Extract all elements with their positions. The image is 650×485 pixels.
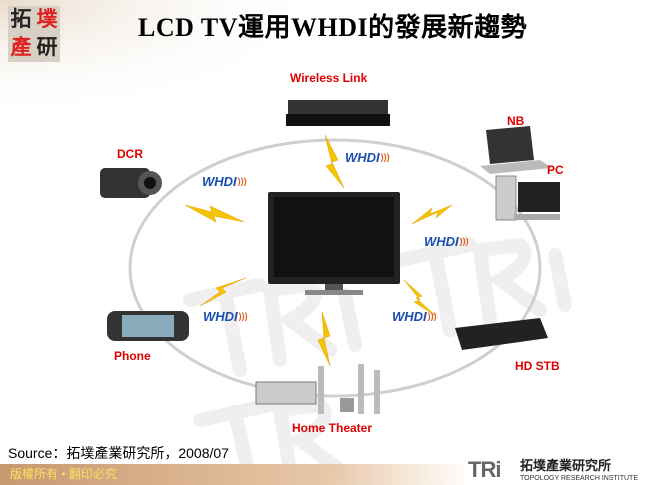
- label-hd-stb: HD STB: [515, 359, 560, 373]
- whdi-logo: WHDI: [392, 309, 437, 324]
- source-note: Source：拓墣產業研究所，2008/07: [8, 445, 229, 461]
- label-nb: NB: [507, 114, 525, 128]
- hd-stb-device: [455, 318, 548, 350]
- tri-logo: TRi: [468, 457, 501, 482]
- tri-name-en: TOPOLOGY RESEARCH INSTITUTE: [520, 475, 638, 482]
- page-title: LCD TV運用WHDI的發展新趨勢: [138, 13, 528, 42]
- pc-device: [495, 175, 560, 221]
- tri-name-cn: 拓墣產業研究所: [520, 458, 612, 473]
- label-home-theater: Home Theater: [292, 421, 373, 435]
- label-wireless-link: Wireless Link: [290, 71, 368, 85]
- label-pc: PC: [547, 163, 564, 177]
- logo-char: 拓: [10, 6, 32, 31]
- whdi-logo: WHDI: [424, 234, 469, 249]
- logo-char: 研: [36, 34, 58, 59]
- nb-device: [480, 126, 552, 174]
- connection-ring: [128, 138, 542, 398]
- footer-bar: [0, 464, 470, 485]
- whdi-logo: WHDI: [203, 309, 248, 324]
- label-phone: Phone: [114, 349, 151, 363]
- label-dcr: DCR: [117, 147, 143, 161]
- dcr-device: [100, 168, 162, 198]
- logo-char: 墣: [36, 6, 58, 31]
- home-theater-device: [255, 364, 380, 414]
- phone-device: [107, 311, 189, 341]
- copyright-text: 版權所有 • 翻印必究: [10, 467, 117, 481]
- brand-logo: 拓 墣 產 研: [8, 6, 60, 62]
- logo-char: 產: [10, 34, 32, 59]
- lcd-tv: [268, 192, 400, 295]
- whdi-logo: WHDI: [202, 174, 247, 189]
- wireless-link-device: [286, 100, 390, 126]
- lightning-bolts: [184, 134, 453, 367]
- whdi-logo: WHDI: [345, 150, 390, 165]
